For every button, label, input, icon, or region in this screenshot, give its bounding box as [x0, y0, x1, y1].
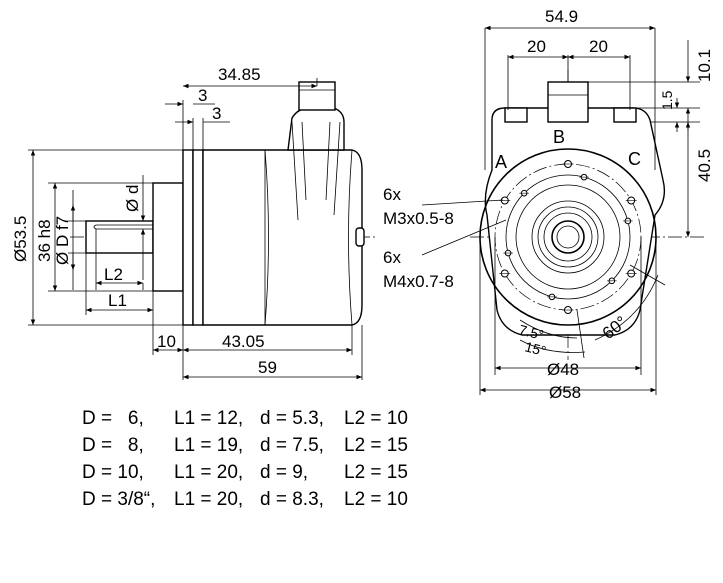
label-3b: 3 — [212, 104, 221, 123]
front-boss-right — [613, 107, 637, 123]
variant-l2: L2 = 10 — [344, 489, 408, 510]
variant-l1: L1 = 12, — [174, 408, 244, 429]
label-34-85: 34.85 — [218, 65, 261, 84]
variant-row: D = 3/8“, L1 = 20, d = 8.3, L2 = 10 — [82, 486, 424, 513]
hub-ring-3 — [543, 212, 593, 262]
label-flat-d: Ø d — [123, 185, 142, 212]
arc-7-5 — [519, 319, 578, 339]
housing-body — [202, 149, 363, 326]
connector-housing — [287, 107, 345, 151]
variant-d: D = 10, — [82, 462, 144, 483]
label-m3-thread: M3x0.5-8 — [383, 209, 454, 228]
label-b: B — [553, 127, 565, 147]
front-housing — [484, 107, 666, 336]
variant-row: D = 6, L1 = 12, d = 5.3, L2 = 10 — [82, 405, 424, 432]
variant-table: D = 6, L1 = 12, d = 5.3, L2 = 10 D = 8, L1 = … — [82, 405, 424, 513]
flange-step — [192, 149, 204, 326]
front-connector — [547, 81, 589, 123]
hub-ring-2 — [537, 206, 599, 268]
variant-l2: L2 = 15 — [344, 435, 408, 456]
label-c: C — [628, 149, 641, 169]
variant-l1: L1 = 20, — [174, 489, 244, 510]
label-m3-count: 6x — [383, 185, 401, 204]
arc-60 — [594, 274, 659, 341]
label-59: 59 — [258, 358, 277, 377]
hub-ring-1 — [531, 200, 605, 274]
label-1-5: 1.5 — [659, 90, 675, 110]
label-10-1: 10.1 — [695, 49, 714, 82]
variant-d-small: d = 8.3, — [260, 489, 324, 510]
label-43-05: 43.05 — [222, 332, 265, 351]
shaft-inner — [556, 225, 580, 249]
variant-d: D = 6, — [82, 408, 144, 429]
shaft — [85, 220, 154, 254]
inner-ring-2 — [515, 184, 621, 290]
arc-15 — [519, 339, 586, 353]
label-dia-outer: Ø53.5 — [11, 216, 30, 262]
label-a: A — [495, 152, 507, 172]
bolt-holes — [499, 160, 637, 314]
label-pilot: 36 h8 — [35, 219, 54, 262]
variant-l2: L2 = 15 — [344, 462, 408, 483]
label-3a: 3 — [198, 86, 207, 105]
variant-l2: L2 = 10 — [344, 408, 408, 429]
label-15: 15° — [523, 338, 547, 359]
variant-row: D = 8, L1 = 19, d = 7.5, L2 = 15 — [82, 432, 424, 459]
leader-m4 — [421, 219, 507, 256]
variant-d-small: d = 5.3, — [260, 408, 324, 429]
rear-cover-edge — [348, 149, 353, 326]
label-d58: Ø58 — [549, 383, 581, 402]
label-20-left: 20 — [527, 37, 546, 56]
label-l2: L2 — [104, 265, 123, 284]
pilot-hub — [152, 182, 184, 292]
label-40-5: 40.5 — [695, 149, 714, 182]
label-d48: Ø48 — [547, 360, 579, 379]
flange — [182, 149, 194, 326]
shaft-bore — [551, 220, 585, 254]
variant-l1: L1 = 19, — [174, 435, 244, 456]
housing-seam-curve — [264, 149, 269, 326]
side-cap — [355, 227, 365, 247]
label-7-5: 7.5° — [517, 321, 545, 343]
label-shaft-d: Ø D f7 — [53, 216, 72, 265]
label-54-9: 54.9 — [545, 7, 578, 26]
front-view: 54.9 20 20 10.1 1.5 40.5 A B C 6x M3x0.5… — [383, 7, 714, 402]
leader-m3 — [421, 199, 504, 206]
label-m4-count: 6x — [383, 248, 401, 267]
variant-d-small: d = 7.5, — [260, 435, 324, 456]
label-l1: L1 — [108, 291, 127, 310]
shaft-flat-end — [93, 224, 97, 230]
label-20-right: 20 — [589, 37, 608, 56]
variant-d: D = 8, — [82, 435, 144, 456]
variant-d-small: d = 9, — [260, 462, 309, 483]
label-m4-thread: M4x0.7-8 — [383, 272, 454, 291]
angle-ray-1 — [576, 309, 585, 359]
variant-l1: L1 = 20, — [174, 462, 244, 483]
angle-ray-2 — [629, 264, 666, 286]
front-boss-left — [504, 107, 528, 123]
inner-ring-1 — [505, 174, 631, 300]
connector-ribs — [291, 121, 341, 221]
variant-row: D = 10, L1 = 20, d = 9, L2 = 15 — [82, 459, 424, 486]
variant-d: D = 3/8“, — [82, 489, 156, 510]
side-view: 34.85 3 3 Ø53.5 36 h8 Ø D f7 Ø d L2 L1 1… — [11, 65, 378, 380]
label-10: 10 — [157, 332, 176, 351]
